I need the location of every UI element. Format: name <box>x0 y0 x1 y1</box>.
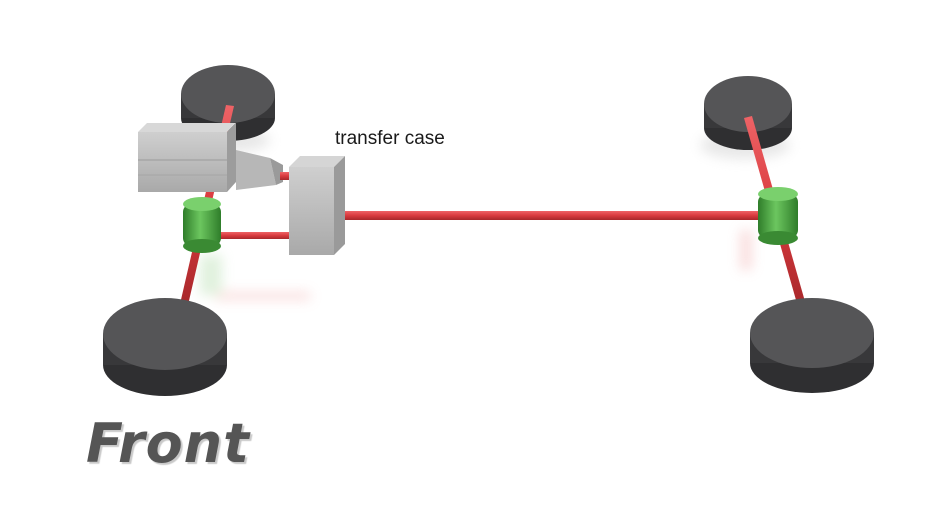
front-left-wheel <box>103 298 227 396</box>
rear-driveshaft <box>320 211 780 220</box>
rear-right-wheel <box>704 76 792 150</box>
front-driveshaft <box>205 232 305 239</box>
rear-left-wheel <box>750 298 874 393</box>
rear-differential <box>758 187 798 245</box>
front-differential <box>183 197 221 253</box>
front-label: Front <box>86 412 250 475</box>
engine-block <box>138 123 292 192</box>
transfer-case <box>289 156 345 255</box>
transfer-case-label: transfer case <box>335 128 445 149</box>
